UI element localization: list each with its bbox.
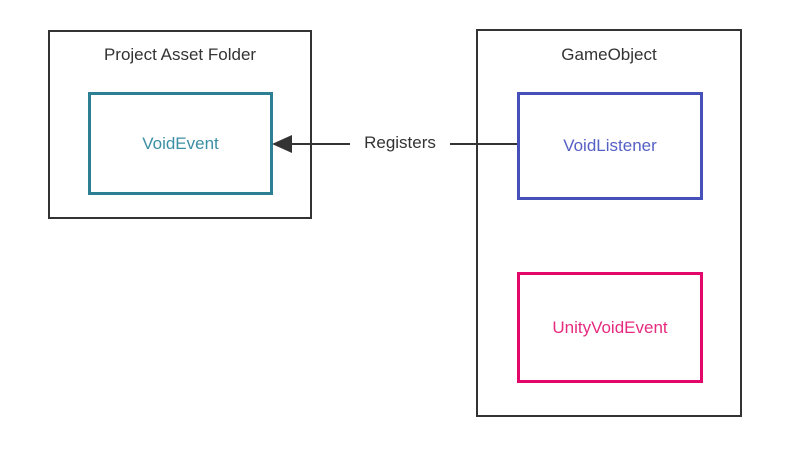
cluster-title-gameobject: GameObject xyxy=(561,45,657,64)
node-voidevent[interactable]: VoidEvent xyxy=(88,92,273,195)
edge-registers-line-left xyxy=(290,143,352,145)
node-label-voidlistener: VoidListener xyxy=(563,136,657,155)
node-voidlistener[interactable]: VoidListener xyxy=(517,92,703,200)
node-unityvoidevent[interactable]: UnityVoidEvent xyxy=(517,272,703,383)
node-label-voidevent: VoidEvent xyxy=(142,133,219,153)
arrow-left-icon xyxy=(272,135,292,153)
node-label-unityvoidevent: UnityVoidEvent xyxy=(552,317,668,337)
edge-label-registers: Registers xyxy=(350,133,450,153)
cluster-title-project-asset-folder: Project Asset Folder xyxy=(103,45,257,64)
edge-registers-line-right xyxy=(447,143,517,145)
